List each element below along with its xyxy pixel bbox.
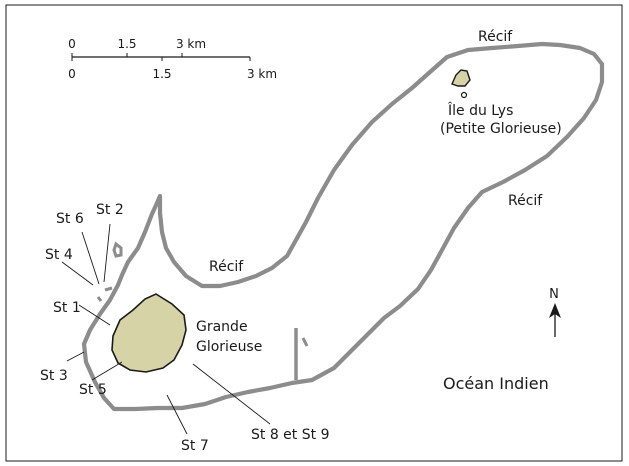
grande-glorieuse-island <box>111 293 187 373</box>
station-label-st5: St 5 <box>79 382 107 398</box>
reef-fragment <box>96 296 103 302</box>
scale-bottom-0: 0 <box>68 67 76 81</box>
ile-du-lys-island <box>451 69 471 87</box>
station-label-st6: St 6 <box>56 211 84 227</box>
reef-fragment <box>104 286 113 292</box>
scale-bottom-1: 1.5 <box>152 67 171 81</box>
ile-du-lys-islet <box>460 91 468 99</box>
north-label: N <box>549 287 559 302</box>
station-label-st8-st9: St 8 et St 9 <box>251 427 329 443</box>
reef-outline <box>81 41 605 412</box>
scale-top-2: 3 km <box>176 37 206 51</box>
station-label-st2: St 2 <box>96 202 124 218</box>
reef-fragment <box>301 337 309 347</box>
label-petite-glorieuse: (Petite Glorieuse) <box>440 121 562 137</box>
label-recif-north: Récif <box>478 29 513 45</box>
scale-bar: 0 1.5 3 km 0 1.5 3 km <box>68 37 277 81</box>
station-label-st3: St 3 <box>40 368 68 384</box>
station-label-st1: St 1 <box>53 300 81 316</box>
station-leader-lines <box>61 223 271 435</box>
label-recif-center: Récif <box>209 259 244 275</box>
label-grande: Grande <box>196 319 248 335</box>
label-recif-east: Récif <box>508 193 543 209</box>
station-label-st4: St 4 <box>45 247 73 263</box>
north-arrow-icon: N <box>549 287 561 337</box>
label-glorieuse: Glorieuse <box>196 339 262 355</box>
scale-top-1: 1.5 <box>117 37 136 51</box>
scale-bottom-2: 3 km <box>247 67 277 81</box>
station-label-st7: St 7 <box>181 438 209 454</box>
scale-top-0: 0 <box>68 37 76 51</box>
reef-fragment <box>112 241 123 258</box>
label-ocean-indien: Océan Indien <box>443 374 549 393</box>
label-ile-du-lys: Île du Lys <box>447 101 513 119</box>
